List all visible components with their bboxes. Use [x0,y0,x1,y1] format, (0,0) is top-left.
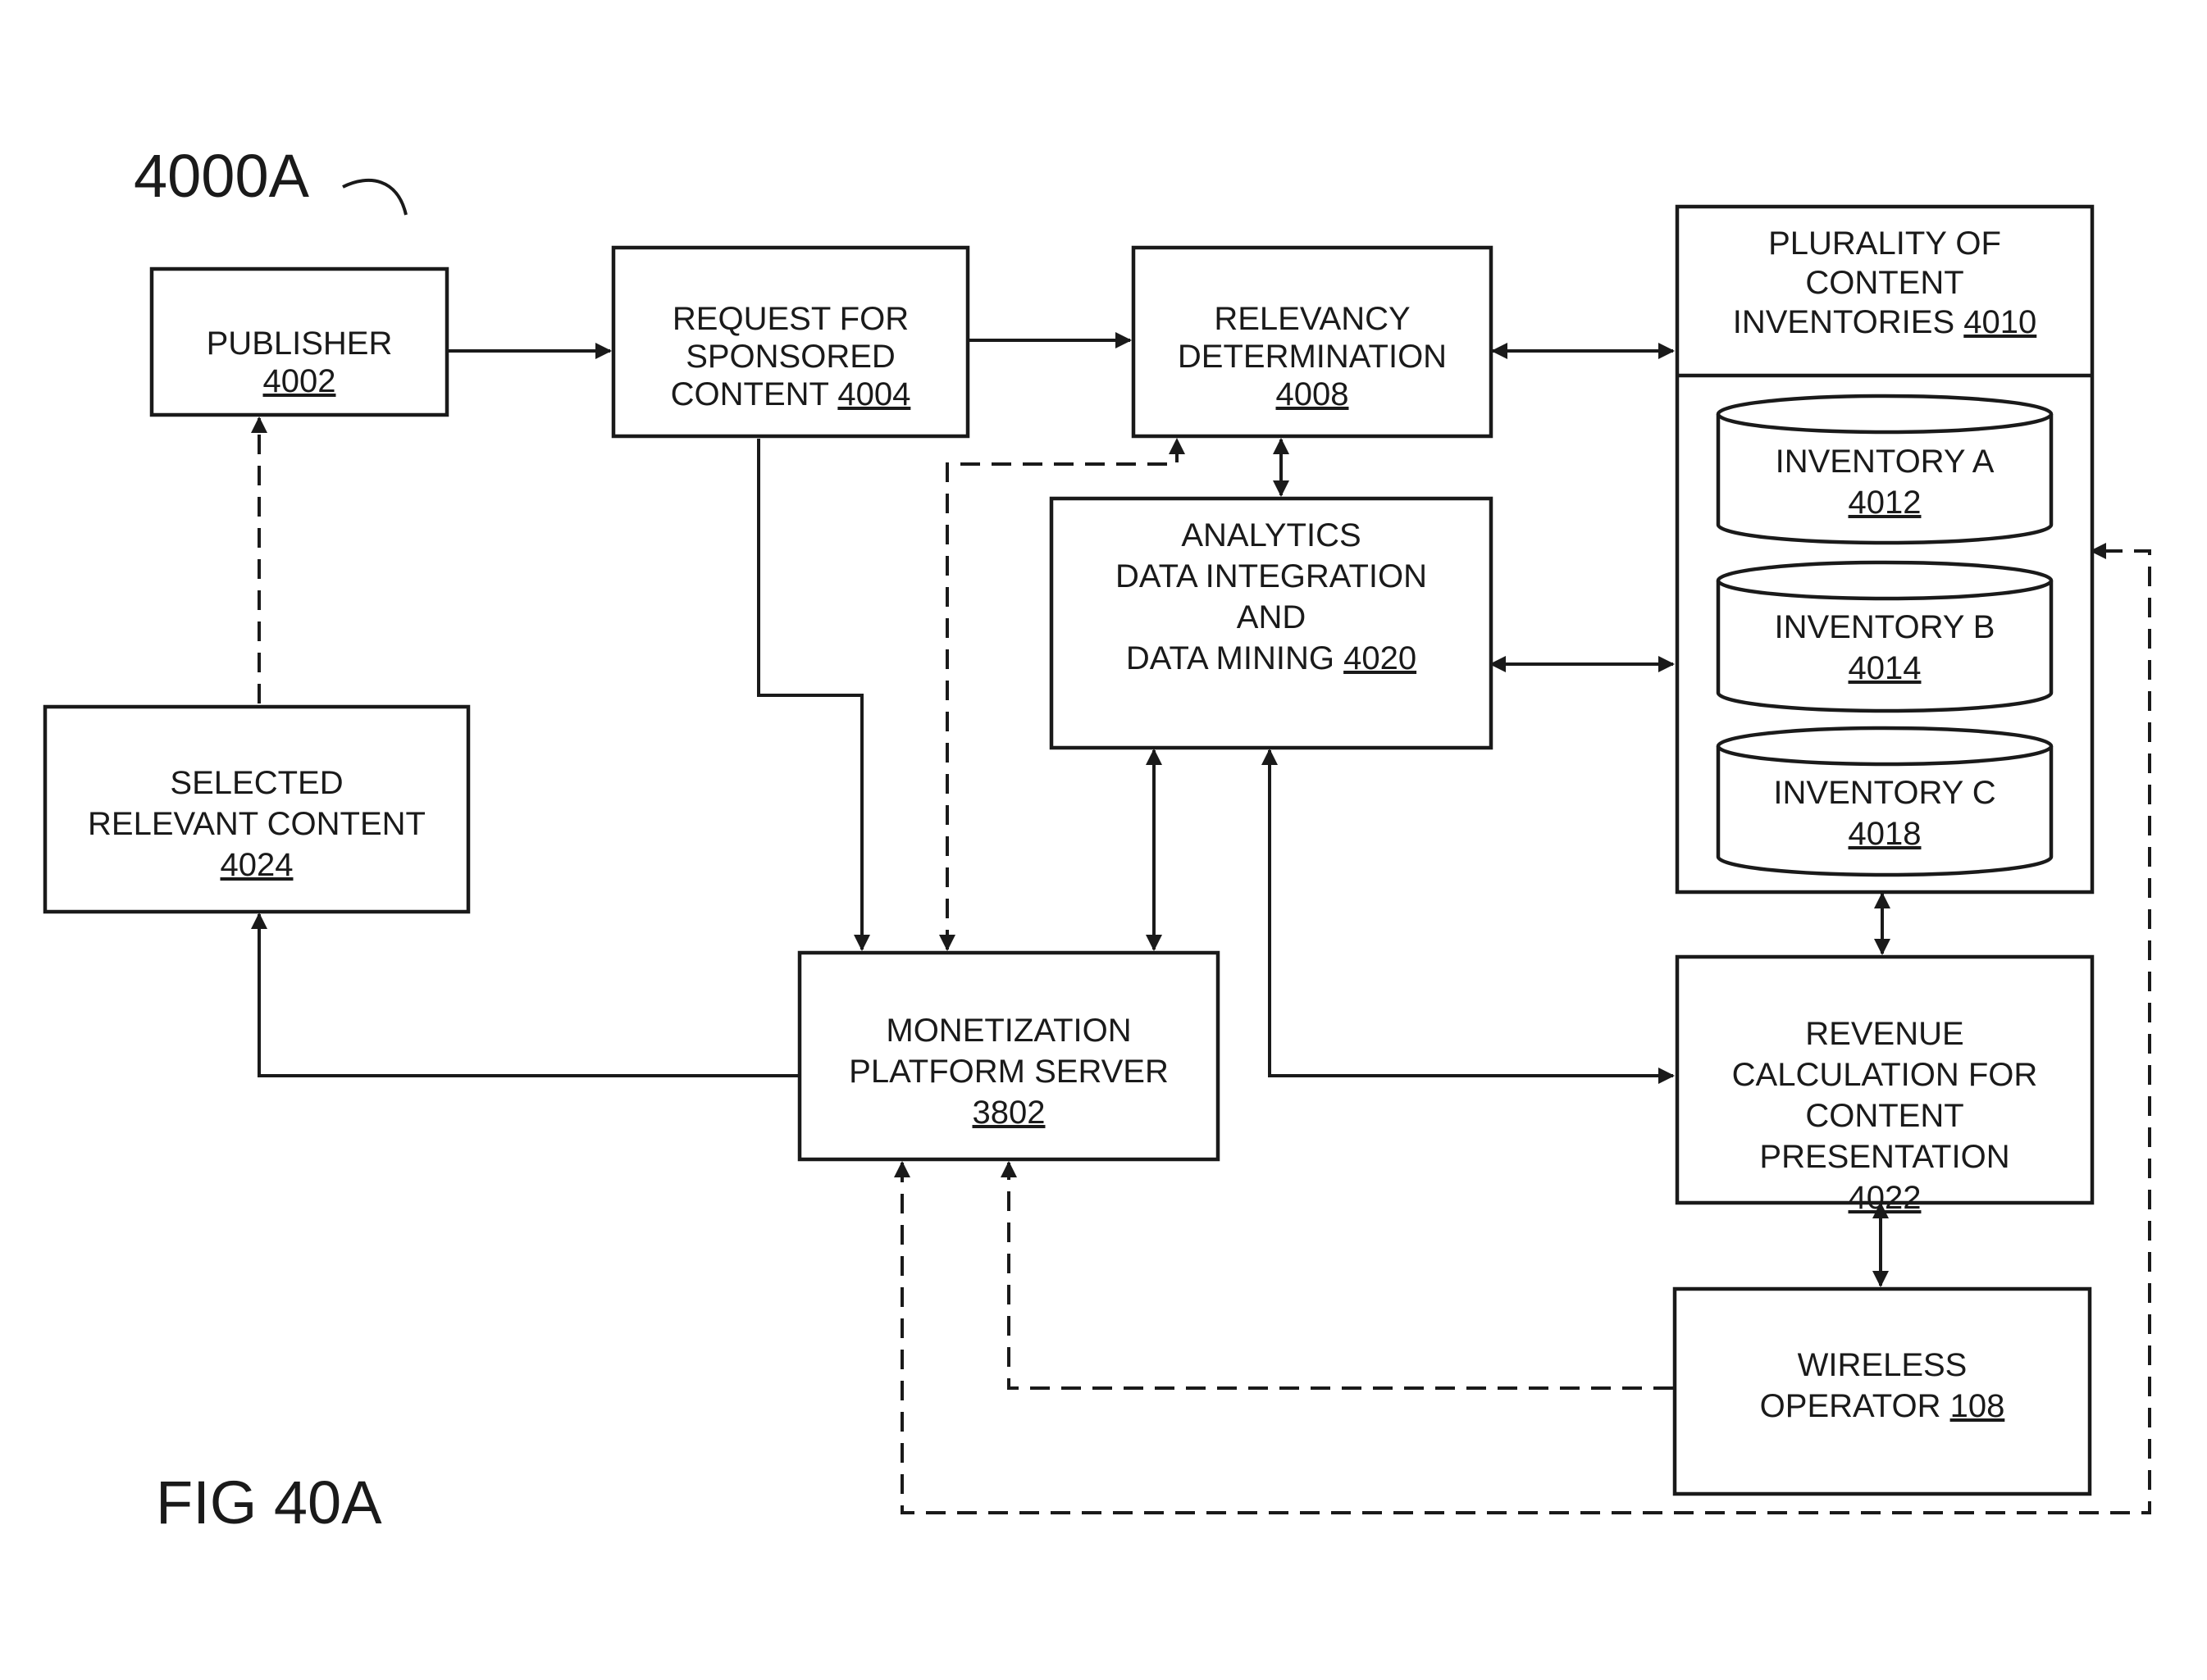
node-revenue-calculation: REVENUE CALCULATION FOR CONTENT PRESENTA… [1677,957,2092,1216]
node-revenue-line-1: REVENUE [1805,1016,1963,1052]
node-inventory-a-ref: 4012 [1849,485,1922,521]
node-request-line-2: SPONSORED [686,339,896,375]
svg-text:OPERATOR 108: OPERATOR 108 [1760,1388,2005,1424]
node-request-ref: 4004 [837,376,910,412]
node-selected-line-2: RELEVANT CONTENT [88,806,426,842]
node-inventory-a-line-1: INVENTORY A [1776,444,1995,480]
node-monetization-platform-server: MONETIZATION PLATFORM SERVER 3802 [800,953,1218,1159]
node-wireless-line-2: OPERATOR [1760,1388,1941,1424]
node-relevancy-determination: RELEVANCY DETERMINATION 4008 [1133,248,1491,436]
node-wireless-ref: 108 [1950,1388,2005,1424]
node-analytics-line-1: ANALYTICS [1181,517,1361,553]
node-inventory-b-line-1: INVENTORY B [1775,609,1995,645]
node-analytics-line-2: DATA INTEGRATION [1115,558,1427,594]
node-revenue-line-2: CALCULATION FOR [1732,1057,2038,1093]
figure-caption: FIG 40A [156,1468,382,1537]
node-request-line-1: REQUEST FOR [673,301,909,337]
node-analytics-line-3: AND [1237,599,1306,635]
node-inventory-c: INVENTORY C 4018 [1718,728,2051,875]
node-selected-ref: 4024 [221,847,294,883]
node-publisher: PUBLISHER 4002 [152,269,447,415]
node-revenue-line-4: PRESENTATION [1759,1139,2009,1175]
edge-analytics-revenue [1270,750,1673,1076]
edge-monetization-to-selected [259,914,800,1076]
node-monetization-ref: 3802 [973,1095,1046,1131]
edge-wireless-to-monetization [1009,1163,1673,1388]
node-inventory-b: INVENTORY B 4014 [1718,562,2051,711]
edge-request-to-monetization [759,439,862,949]
node-inventories-line-1: PLURALITY OF [1768,225,2001,262]
node-inventory-b-ref: 4014 [1849,650,1922,686]
node-relevancy-line-2: DETERMINATION [1178,339,1447,375]
node-analytics-ref: 4020 [1343,640,1416,676]
node-selected-relevant-content: SELECTED RELEVANT CONTENT 4024 [45,707,468,912]
node-inventory-c-line-1: INVENTORY C [1773,775,1995,811]
node-request-line-3: CONTENT [671,376,829,412]
node-revenue-line-3: CONTENT [1805,1098,1963,1134]
figure-ref-leader [343,180,406,215]
node-publisher-line-1: PUBLISHER [207,326,393,362]
node-selected-line-1: SELECTED [170,765,343,801]
svg-text:INVENTORIES 4010: INVENTORIES 4010 [1733,304,2037,340]
node-relevancy-line-1: RELEVANCY [1214,301,1410,337]
svg-text:DATA MINING 4020: DATA MINING 4020 [1126,640,1416,676]
node-inventories-line-2: CONTENT [1805,265,1963,301]
node-analytics-line-4: DATA MINING [1126,640,1334,676]
node-wireless-line-1: WIRELESS [1798,1347,1968,1383]
node-inventories-line-3: INVENTORIES [1733,304,1954,340]
node-relevancy-ref: 4008 [1276,376,1349,412]
node-publisher-ref: 4002 [263,363,336,399]
node-inventory-a: INVENTORY A 4012 [1718,396,2051,543]
node-request-sponsored-content: REQUEST FOR SPONSORED CONTENT 4004 [613,248,968,436]
svg-text:CONTENT 4004: CONTENT 4004 [671,376,911,412]
node-monetization-line-2: PLATFORM SERVER [849,1054,1169,1090]
node-analytics-data-mining: ANALYTICS DATA INTEGRATION AND DATA MINI… [1051,499,1491,748]
figure-ref-label: 4000A [134,142,310,210]
node-wireless-operator: WIRELESS OPERATOR 108 [1675,1289,2090,1494]
node-inventories-ref: 4010 [1963,304,2036,340]
node-monetization-line-1: MONETIZATION [886,1013,1131,1049]
node-inventory-c-ref: 4018 [1849,816,1922,852]
node-revenue-ref: 4022 [1849,1180,1922,1216]
